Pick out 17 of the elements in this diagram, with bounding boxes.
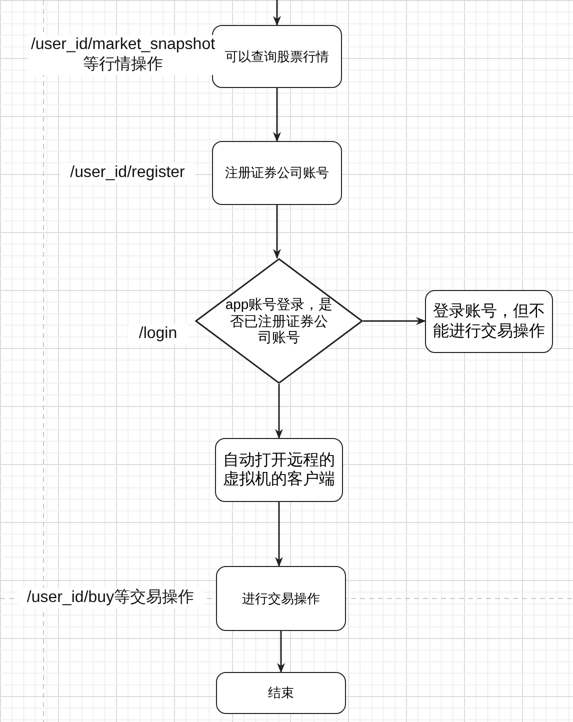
process-box: 结束 (216, 672, 346, 714)
endpoint-label: /user_id/register (60, 163, 195, 183)
arrow (273, 88, 281, 142)
endpoint-label: /login (128, 324, 188, 344)
arrow (275, 502, 283, 567)
process-box: 登录账号，但不能进行交易操作 (425, 290, 553, 353)
process-box: 注册证券公司账号 (212, 141, 342, 205)
endpoint-label: /user_id/buy等交易操作 (18, 588, 203, 608)
arrow (277, 631, 285, 673)
process-box: 自动打开远程的虚拟机的客户端 (215, 438, 343, 502)
arrow (275, 384, 283, 439)
arrow (363, 317, 426, 325)
endpoint-label: /user_id/market_snapshot 等行情操作 (28, 35, 218, 75)
decision-diamond: app账号登录，是否已注册证券公司账号 (195, 258, 363, 384)
arrow (273, 0, 281, 26)
arrow (273, 205, 281, 259)
process-box: 进行交易操作 (216, 566, 346, 631)
